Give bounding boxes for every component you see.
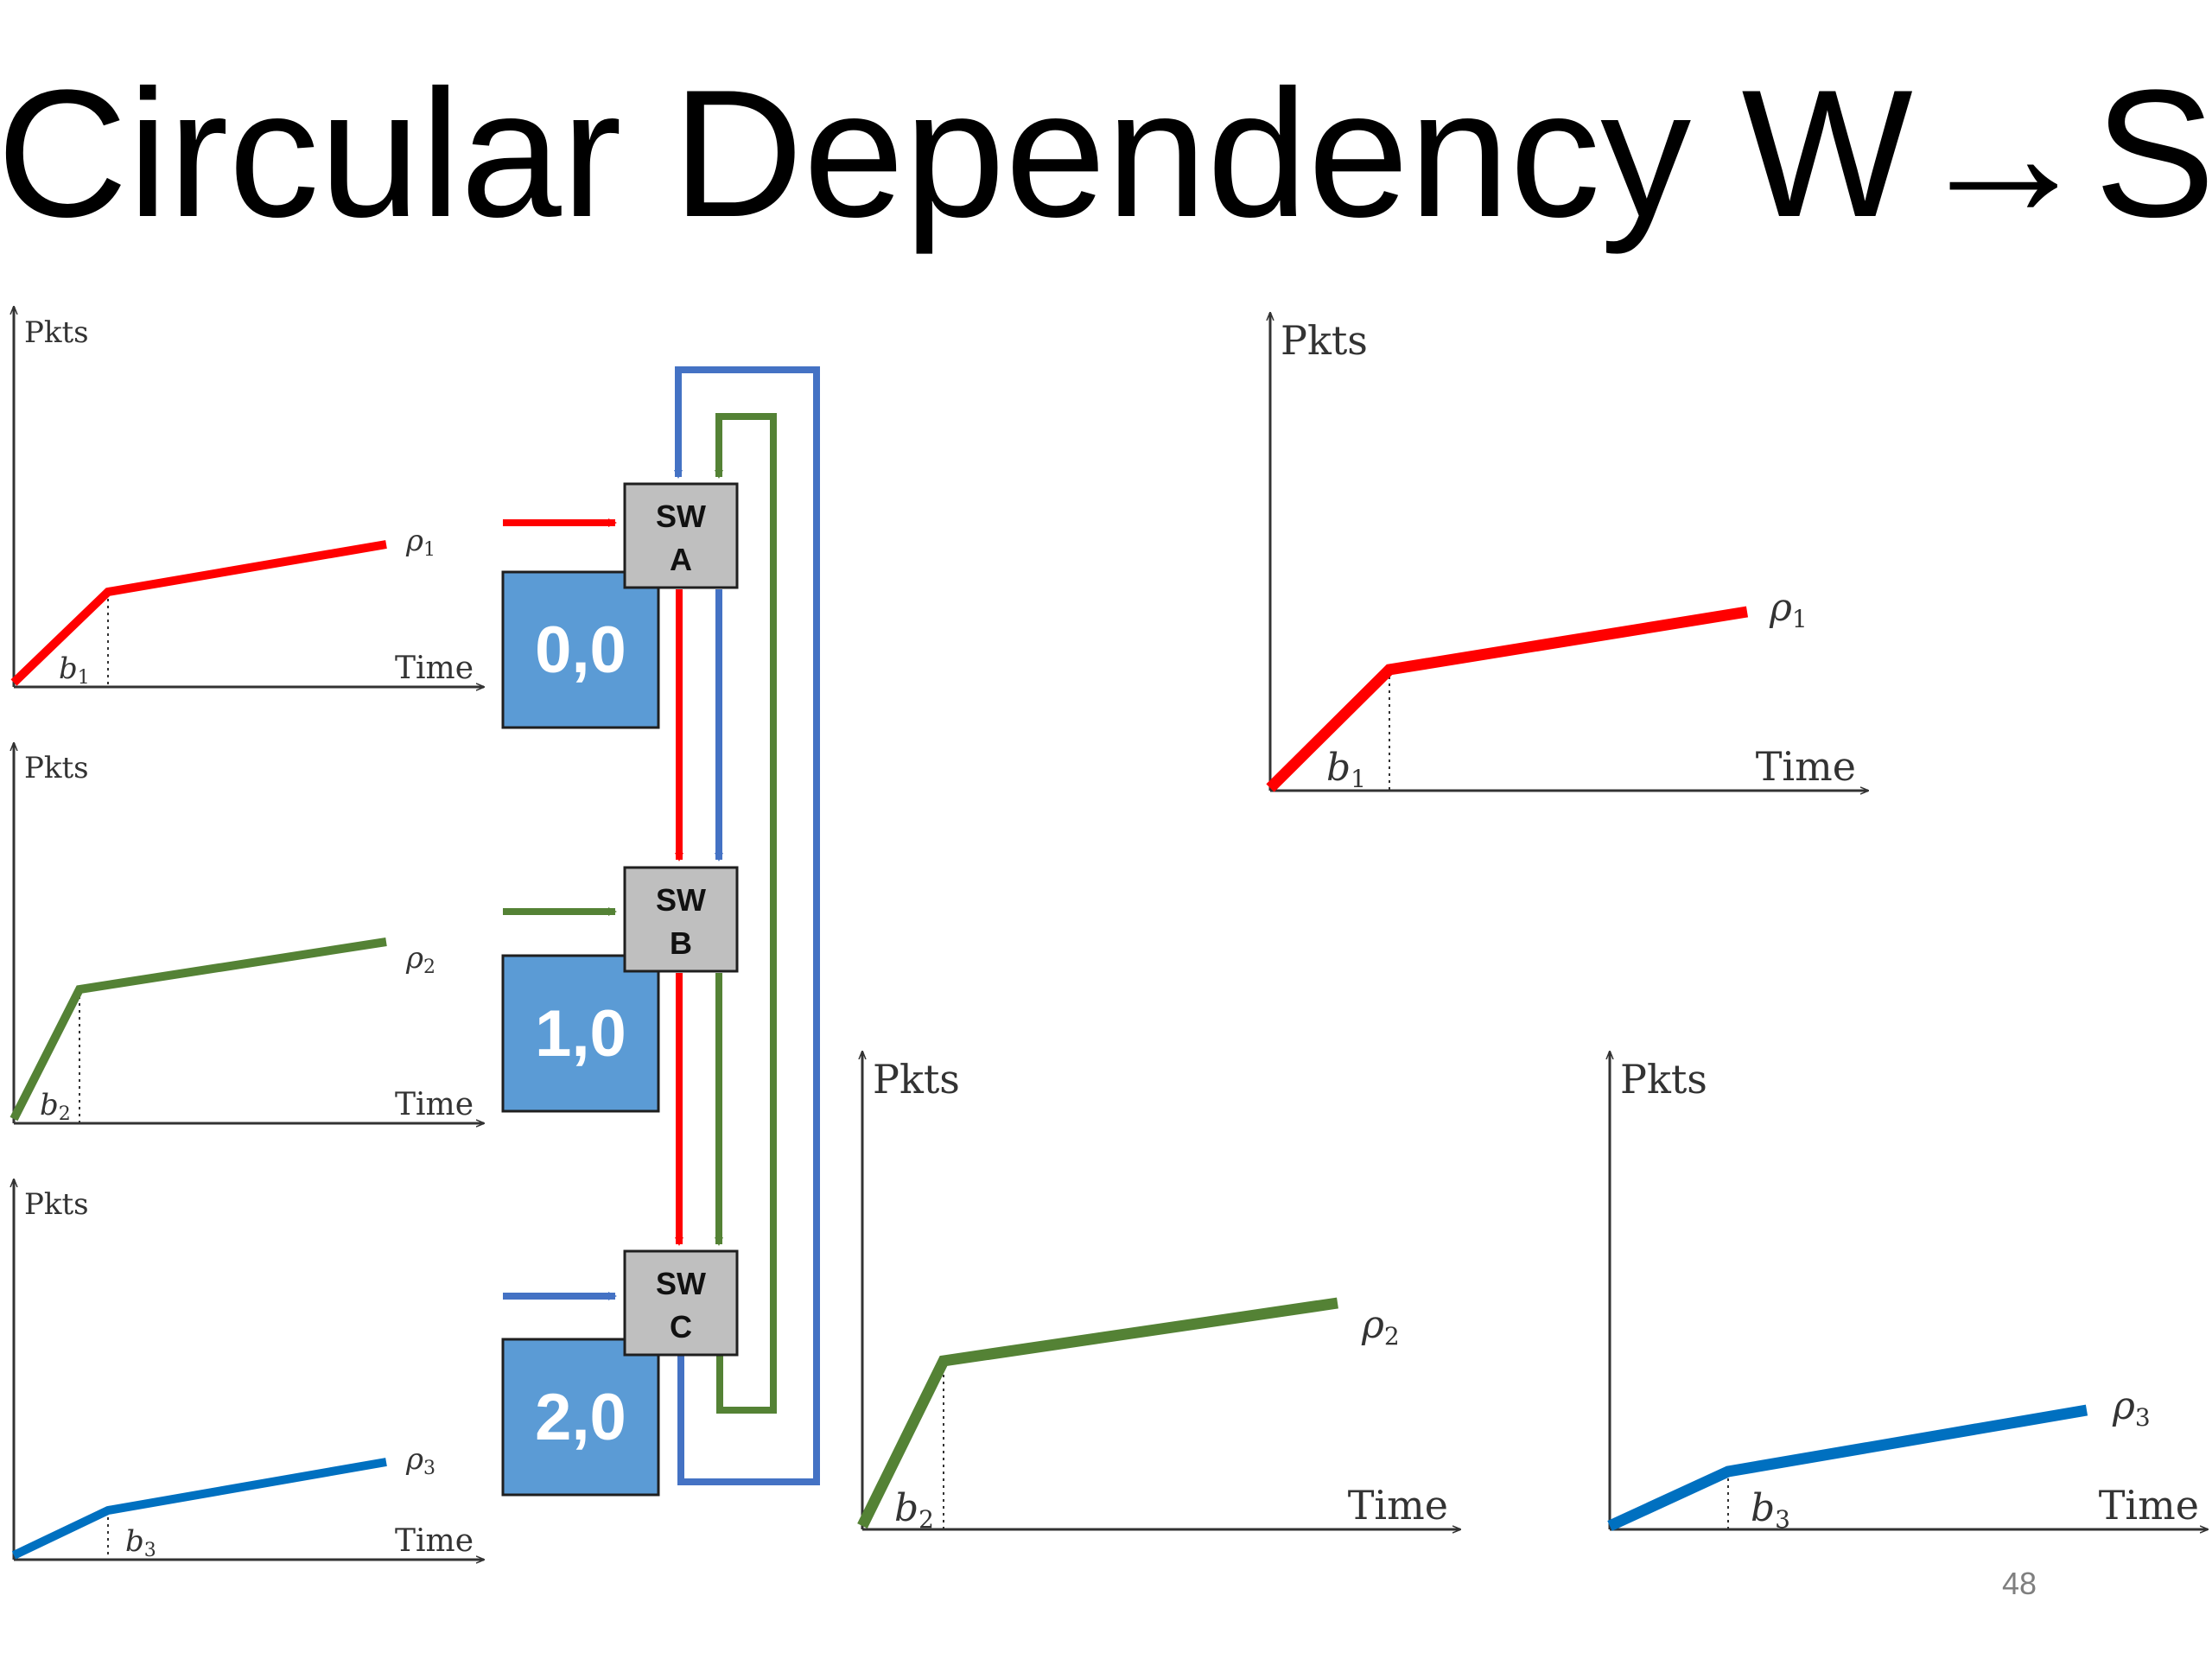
switch-a-line2: A	[670, 542, 692, 577]
switch-a-line1: SW	[656, 499, 706, 534]
arrival-curve	[1266, 606, 1749, 792]
switch-a-box	[623, 482, 739, 589]
switch-b-line2: B	[670, 925, 692, 961]
arrival-curve	[1607, 1404, 2088, 1531]
burst-label: b1	[59, 652, 90, 689]
state-box-b-bg	[501, 954, 660, 1113]
rate-label: ρ2	[405, 941, 435, 978]
y-axis-label: Pkts	[1620, 1056, 1707, 1103]
state-value-b: 1,0	[535, 997, 626, 1071]
burst-label: b3	[1751, 1486, 1790, 1534]
arrival-curve	[11, 1458, 387, 1560]
graph-flow-2-small: Pkts Time b2 ρ2	[14, 743, 484, 1125]
x-axis-label: Time	[395, 1087, 474, 1122]
graph-flow-1-large: Pkts Time b1 ρ1	[1270, 313, 1868, 793]
switch-c-line1: SW	[656, 1266, 706, 1301]
switch-b-box	[623, 866, 739, 973]
state-box-a: 0,0	[501, 570, 660, 729]
slide-title: Circular Dependency W→S	[0, 52, 2212, 255]
switch-b: SW B	[623, 866, 739, 973]
burst-label: b2	[40, 1088, 71, 1125]
burst-label: b1	[1326, 746, 1366, 793]
burst-label: b3	[125, 1524, 156, 1561]
switch-a: SW A	[623, 482, 739, 589]
arrival-curve	[10, 938, 387, 1122]
graph-flow-1-small: Pkts Time b1 ρ1	[14, 307, 484, 689]
graph-flow-2-large: Pkts Time b2 ρ2	[857, 1052, 1460, 1534]
green-loop-flow	[715, 413, 777, 1414]
state-value-c: 2,0	[535, 1381, 626, 1454]
arrival-curve	[10, 540, 387, 686]
y-axis-label: Pkts	[1281, 317, 1368, 364]
blue-loop-flow	[674, 366, 820, 1485]
y-axis-label: Pkts	[24, 1187, 89, 1222]
state-box-a-bg	[501, 570, 660, 729]
graph-flow-3-small: Pkts Time b3 ρ3	[14, 1179, 484, 1561]
switch-c-box	[623, 1249, 739, 1357]
state-box-c: 2,0	[501, 1338, 660, 1497]
x-axis-label: Time	[395, 651, 474, 686]
y-axis-label: Pkts	[24, 751, 89, 785]
arrival-curve	[857, 1297, 1338, 1529]
y-axis-label: Pkts	[24, 315, 89, 350]
rate-label: ρ3	[405, 1442, 435, 1479]
burst-label: b2	[894, 1486, 934, 1534]
x-axis-label: Time	[2099, 1482, 2199, 1529]
switch-c-line2: C	[670, 1309, 692, 1344]
graph-flow-3-large: Pkts Time b3 ρ3	[1610, 1052, 2208, 1534]
state-value-a: 0,0	[535, 613, 626, 687]
switch-b-line1: SW	[656, 882, 706, 918]
rate-label: ρ1	[1769, 586, 1808, 633]
state-box-c-bg	[501, 1338, 660, 1497]
switch-c: SW C	[623, 1249, 739, 1357]
x-axis-label: Time	[395, 1523, 474, 1559]
rate-label: ρ1	[405, 524, 435, 561]
x-axis-label: Time	[1756, 743, 1856, 790]
x-axis-label: Time	[1348, 1482, 1448, 1529]
y-axis-label: Pkts	[873, 1056, 960, 1103]
state-box-b: 1,0	[501, 954, 660, 1113]
page-number: 48	[2002, 1566, 2037, 1601]
rate-label: ρ2	[1361, 1303, 1400, 1351]
rate-label: ρ3	[2112, 1384, 2151, 1432]
